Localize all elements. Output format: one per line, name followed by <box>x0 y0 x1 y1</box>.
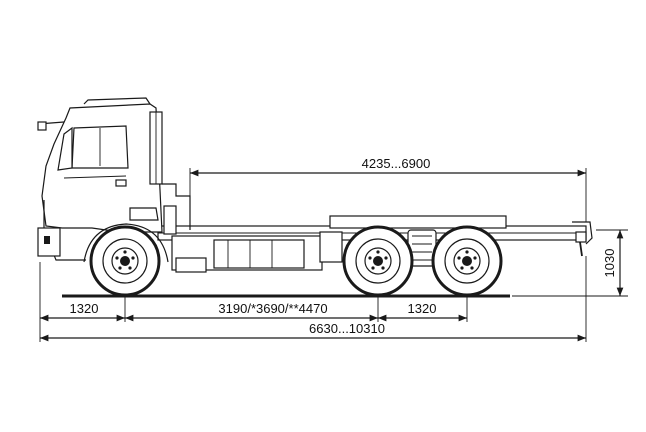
tandem-spacing-label: 1320 <box>408 301 437 316</box>
dimension-front-overhang: 1320 <box>40 301 126 322</box>
frame-height-label: 1030 <box>602 249 617 278</box>
platform-length-label: 4235...6900 <box>362 156 431 171</box>
front-wheel <box>83 223 169 297</box>
dimension-overall-length: 6630...10310 <box>40 321 586 342</box>
truck-cab <box>37 97 191 261</box>
dimension-frame-height: 1030 <box>602 230 624 296</box>
middle-rear-wheel <box>342 225 414 297</box>
extension-lines <box>39 168 628 342</box>
overall-length-label: 6630...10310 <box>309 321 385 336</box>
wheelbase-label: 3190/*3690/**4470 <box>218 301 327 316</box>
front-overhang-label: 1320 <box>70 301 99 316</box>
last-rear-wheel <box>431 225 503 297</box>
dimension-platform-length: 4235...6900 <box>190 156 586 177</box>
dimension-wheelbase: 3190/*3690/**4470 <box>125 301 378 322</box>
dimension-tandem-spacing: 1320 <box>378 301 467 322</box>
